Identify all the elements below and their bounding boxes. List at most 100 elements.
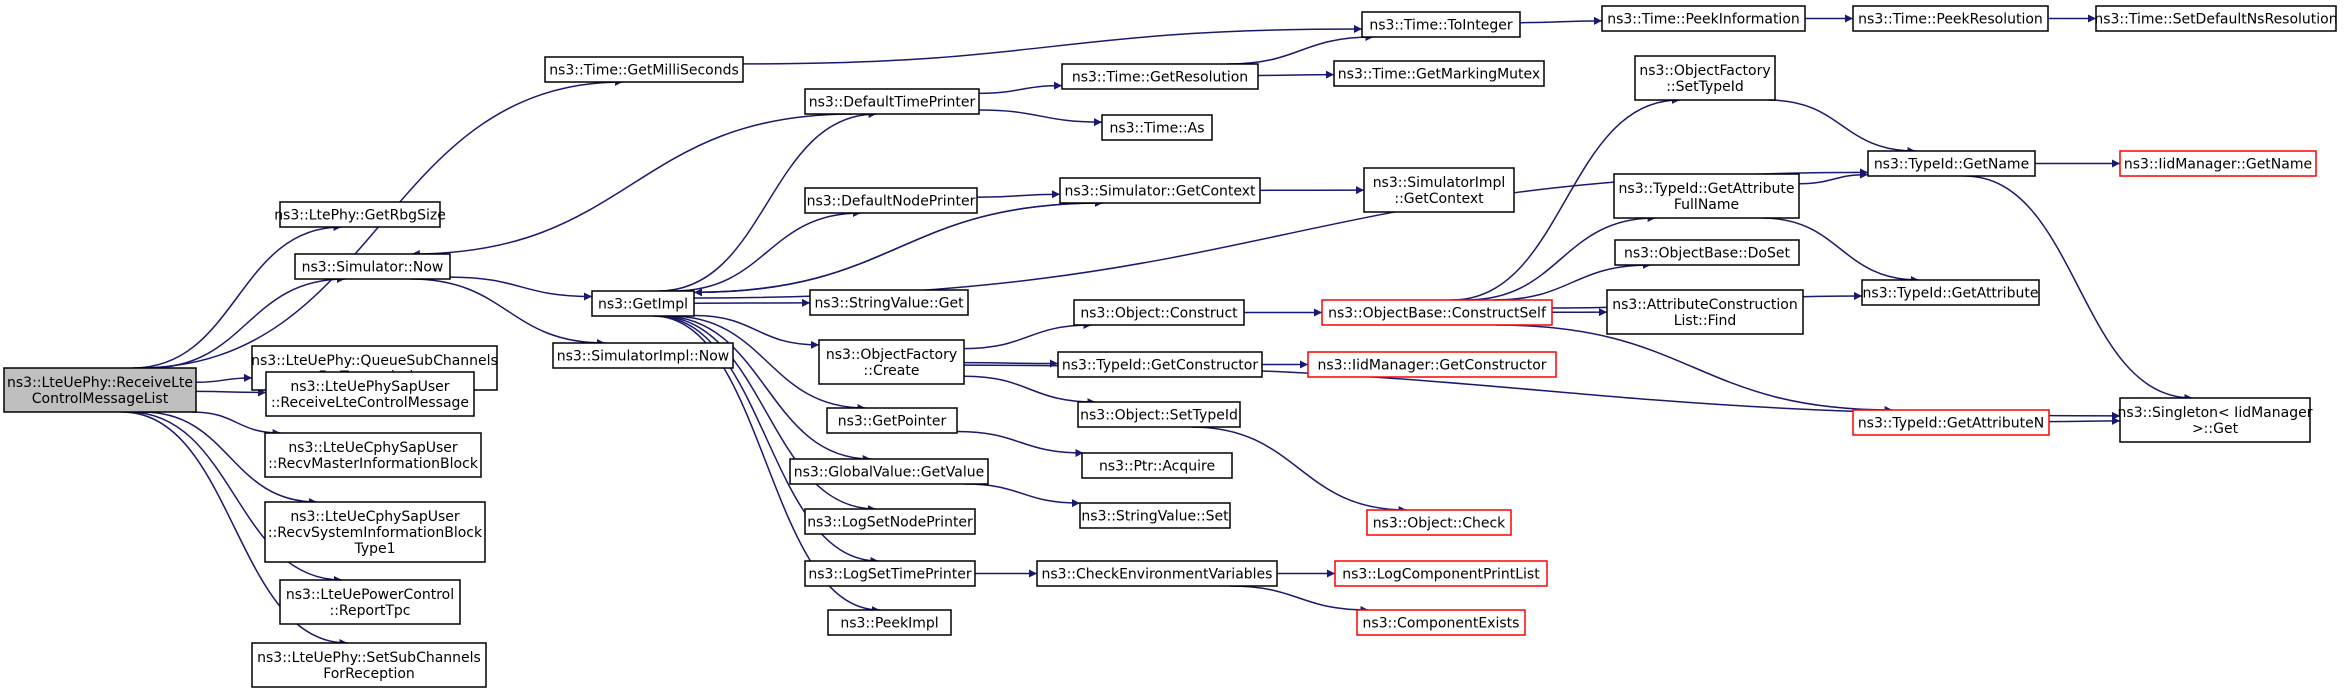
- node-ns3-time-setdefaultnsresolution[interactable]: ns3::Time::SetDefaultNsResolution: [2094, 5, 2338, 32]
- node-label-line: ns3::Simulator::Now: [302, 260, 444, 276]
- node-label-line: ns3::LogSetNodePrinter: [807, 515, 973, 531]
- node-box: [264, 501, 486, 563]
- node-box: [809, 289, 969, 316]
- node-label-line: ns3::GetImpl: [598, 297, 688, 313]
- node-ns3-lteuepowercontrol-reporttpc[interactable]: ns3::LteUePowerControl::ReportTpc: [279, 579, 461, 625]
- node-ns3-objectfactory-settypeid[interactable]: ns3::ObjectFactory::SetTypeId: [1634, 55, 1776, 101]
- edge-getimpl-to-dnp: [673, 209, 861, 292]
- node-ns3-simulator-getcontext[interactable]: ns3::Simulator::GetContext: [1059, 177, 1261, 204]
- node-ns3-stringvalue-get[interactable]: ns3::StringValue::Get: [809, 289, 969, 316]
- node-label-line: ns3::DefaultTimePrinter: [809, 95, 976, 111]
- node-label-line: ns3::SimulatorImpl: [1373, 175, 1506, 191]
- edge-gvget-to-svset: [964, 483, 1081, 508]
- node-ns3-simulatorimpl-getcontext[interactable]: ns3::SimulatorImpl::GetContext: [1363, 167, 1515, 213]
- node-ns3-typeid-getattribute[interactable]: ns3::TypeId::GetAttribute: [1861, 279, 2040, 306]
- node-ns3-ptr-acquire[interactable]: ns3::Ptr::Acquire: [1081, 452, 1233, 479]
- node-label-line: ns3::LteUePhy::SetSubChannels: [257, 650, 481, 666]
- edge-root-to-tpc: [128, 411, 342, 584]
- node-ns3-time-getmilliseconds[interactable]: ns3::Time::GetMilliSeconds: [544, 56, 744, 83]
- node-ns3-logsetnodeprinter[interactable]: ns3::LogSetNodePrinter: [804, 508, 976, 535]
- edge-getimpl-to-lstp: [654, 315, 879, 565]
- node-ns3-getpointer[interactable]: ns3::GetPointer: [826, 407, 958, 434]
- node-label-line: ns3::Time::GetMarkingMutex: [1338, 67, 1540, 83]
- node-label-line: ns3::Simulator::GetContext: [1064, 184, 1256, 200]
- node-ns3-logcomponentprintlist[interactable]: ns3::LogComponentPrintList: [1334, 560, 1548, 587]
- node-ns3-typeid-getname[interactable]: ns3::TypeId::GetName: [1867, 150, 2036, 177]
- node-ns3-defaulttimeprinter[interactable]: ns3::DefaultTimePrinter: [804, 88, 980, 115]
- node-label-line: ns3::LogSetTimePrinter: [808, 567, 972, 583]
- node-ns3-time-tointeger[interactable]: ns3::Time::ToInteger: [1361, 11, 1521, 38]
- node-ns3-lteuephysapuser-receiveltecontrolmessage[interactable]: ns3::LteUePhySapUser::ReceiveLteControlM…: [265, 371, 475, 417]
- node-ns3-object-construct[interactable]: ns3::Object::Construct: [1073, 299, 1245, 326]
- edge-objsettid-to-objcheck: [1191, 426, 1407, 514]
- node-box: [294, 253, 451, 280]
- node-ns3-getimpl[interactable]: ns3::GetImpl: [591, 290, 695, 317]
- node-label-line: ns3::ComponentExists: [1363, 616, 1520, 632]
- node-box: [2095, 5, 2337, 32]
- node-ns3-checkenvironmentvariables[interactable]: ns3::CheckEnvironmentVariables: [1036, 560, 1278, 587]
- node-ns3-stringvalue-set[interactable]: ns3::StringValue::Set: [1079, 502, 1231, 529]
- node-label-line: >::Get: [2192, 421, 2239, 437]
- node-label-line: ::Create: [864, 363, 920, 379]
- node-ns3-typeid-getattributen[interactable]: ns3::TypeId::GetAttributeN: [1852, 409, 2050, 436]
- node-box: [264, 432, 482, 478]
- node-ns3-lteuephy-receiveltecontrolmessagelist[interactable]: ns3::LteUePhy::ReceiveLteControlMessageL…: [3, 367, 197, 413]
- node-ns3-iidmanager-getname[interactable]: ns3::IidManager::GetName: [2119, 150, 2317, 177]
- node-label-line: ns3::LteUePhy::QueueSubChannels: [251, 353, 498, 369]
- node-ns3-simulatorimpl-now[interactable]: ns3::SimulatorImpl::Now: [552, 342, 734, 369]
- node-label-line: ns3::Time::GetResolution: [1072, 70, 1248, 86]
- node-box: [818, 339, 965, 385]
- node-ns3-logsettimeprinter[interactable]: ns3::LogSetTimePrinter: [804, 560, 976, 587]
- node-label-line: ControlMessageList: [32, 391, 169, 407]
- node-ns3-objectbase-constructself[interactable]: ns3::ObjectBase::ConstructSelf: [1321, 299, 1553, 326]
- edge-simctx-to-getimpl: [693, 202, 1103, 297]
- node-label-line: ns3::CheckEnvironmentVariables: [1042, 567, 1273, 583]
- edge-getptr-to-ptracq: [956, 430, 1084, 457]
- node-box: [826, 407, 958, 434]
- node-label-line: ns3::IidManager::GetConstructor: [1317, 358, 1546, 374]
- node-box: [1059, 177, 1261, 204]
- node-ns3-time-as[interactable]: ns3::Time::As: [1101, 114, 1213, 141]
- edge-root-to-rbg: [132, 223, 342, 369]
- node-box: [1601, 5, 1806, 32]
- node-ns3-lteuecphysapuser-recvmasterinformationblock[interactable]: ns3::LteUeCphySapUser::RecvMasterInforma…: [264, 432, 482, 478]
- node-box: [789, 458, 989, 485]
- node-label-line: ns3::ObjectFactory: [826, 347, 957, 363]
- node-label-line: ns3::Object::Check: [1373, 516, 1506, 532]
- node-ns3-time-peekinformation[interactable]: ns3::Time::PeekInformation: [1601, 5, 1806, 32]
- node-ns3-singleton-iidmanager-get[interactable]: ns3::Singleton< IidManager >::Get: [2118, 397, 2313, 443]
- node-ns3-peekimpl[interactable]: ns3::PeekImpl: [827, 609, 952, 636]
- node-ns3-lteuephy-setsubchannelsforreception[interactable]: ns3::LteUePhy::SetSubChannelsForReceptio…: [251, 642, 487, 688]
- node-ns3-ltephy-getrbgsize[interactable]: ns3::LtePhy::GetRbgSize: [274, 201, 446, 228]
- node-label-line: ForReception: [323, 666, 415, 682]
- node-ns3-time-peekresolution[interactable]: ns3::Time::PeekResolution: [1852, 5, 2049, 32]
- node-label-line: ns3::LtePhy::GetRbgSize: [274, 208, 446, 224]
- edge-getres-to-toint: [1227, 33, 1374, 65]
- edge-getimpl-to-getptr: [669, 315, 866, 412]
- node-ns3-objectfactory-create[interactable]: ns3::ObjectFactory::Create: [818, 339, 965, 385]
- node-label-line: ns3::PeekImpl: [840, 616, 938, 632]
- node-box: [804, 187, 978, 214]
- edge-ofcreate-to-tigetcons: [963, 359, 1059, 368]
- node-ns3-iidmanager-getconstructor[interactable]: ns3::IidManager::GetConstructor: [1307, 351, 1557, 378]
- node-ns3-time-getmarkingmutex[interactable]: ns3::Time::GetMarkingMutex: [1333, 60, 1545, 87]
- node-ns3-componentexists[interactable]: ns3::ComponentExists: [1356, 609, 1526, 636]
- node-ns3-typeid-getconstructor[interactable]: ns3::TypeId::GetConstructor: [1057, 351, 1263, 378]
- node-ns3-defaultnodeprinter[interactable]: ns3::DefaultNodePrinter: [804, 187, 978, 214]
- node-box: [1363, 167, 1515, 213]
- node-ns3-objectbase-doset[interactable]: ns3::ObjectBase::DoSet: [1614, 239, 1800, 266]
- node-ns3-object-settypeid[interactable]: ns3::Object::SetTypeId: [1077, 401, 1241, 428]
- nodes: ns3::LteUePhy::ReceiveLteControlMessageL…: [3, 5, 2338, 688]
- node-ns3-time-getresolution[interactable]: ns3::Time::GetResolution: [1061, 63, 1259, 90]
- node-box: [1366, 509, 1512, 536]
- node-label-line: ns3::StringValue::Get: [814, 296, 964, 312]
- node-ns3-globalvalue-getvalue[interactable]: ns3::GlobalValue::GetValue: [789, 458, 989, 485]
- node-ns3-simulator-now[interactable]: ns3::Simulator::Now: [294, 253, 451, 280]
- node-ns3-lteuecphysapuser-recvsysteminformationblocktype1[interactable]: ns3::LteUeCphySapUser::RecvSystemInforma…: [264, 501, 486, 563]
- node-ns3-object-check[interactable]: ns3::Object::Check: [1366, 509, 1512, 536]
- node-box: [1333, 60, 1545, 87]
- node-box: [1334, 560, 1548, 587]
- node-box: [552, 342, 734, 369]
